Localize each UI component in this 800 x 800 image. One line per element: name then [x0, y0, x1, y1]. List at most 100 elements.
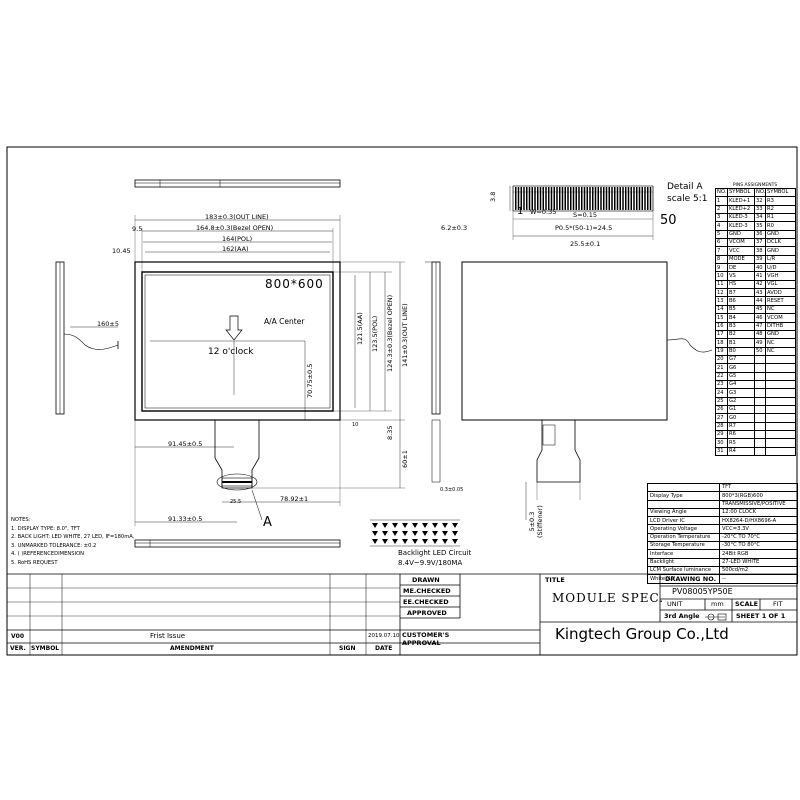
spec-value: 27-LED WHITE: [719, 557, 798, 567]
dim-bezel-height: 124.3±0.3(Bezel OPEN): [386, 294, 394, 372]
pin-header-cell: SYMBOL: [765, 187, 796, 198]
pin-cell: R2: [765, 204, 796, 215]
spec-label: Backlight: [647, 557, 720, 567]
fpc-pin: [542, 187, 544, 210]
unit-label: UNIT: [667, 600, 683, 608]
drawing-no-value: PV08005YP50E: [672, 587, 733, 596]
pin-cell: DE: [727, 263, 755, 273]
customer-approval-label: CUSTOMER'S APPROVAL: [402, 631, 450, 647]
title-value: MODULE SPEC.: [552, 591, 665, 605]
note-line: 5. RoHS REQUEST: [11, 559, 58, 566]
pin-cell: 42: [754, 279, 766, 290]
pin-cell: [754, 371, 766, 381]
fpc-pin: [614, 187, 616, 210]
pin-cell: 15: [715, 313, 728, 323]
title-label: TITLE: [545, 576, 565, 584]
pin-cell: L/R: [765, 254, 796, 265]
fpc-pin: [517, 187, 520, 210]
spec-value: -30°C TO 80°C: [719, 541, 798, 551]
fpc-pin: [597, 187, 599, 210]
fpc-pin: [589, 187, 591, 210]
pin-cell: KLED+1: [727, 196, 755, 206]
pin-cell: 9: [715, 263, 728, 273]
fpc-pin: [619, 187, 621, 210]
notes-header: NOTES:: [11, 517, 31, 523]
spec-value: VCC=3.3V: [719, 524, 798, 534]
fpc-pin: [625, 187, 627, 210]
fpc-pin: [550, 187, 553, 210]
pin-cell: R0: [765, 221, 796, 231]
fpc-pin: [572, 187, 575, 210]
spec-value: --: [719, 574, 798, 584]
detail-pitch-label: P0.5*(50-1)=24.5: [555, 224, 613, 232]
pin-cell: 13: [715, 296, 728, 306]
fpc-pin: [528, 187, 531, 210]
pin-cell: 46: [754, 313, 766, 323]
fpc-pin: [641, 187, 643, 210]
spec-value: TFT: [719, 482, 798, 493]
fpc-pin: [627, 187, 630, 210]
backlight-title: Backlight LED Circuit: [398, 549, 472, 557]
pin-cell: 10: [715, 271, 728, 281]
pin-cell: VCC: [727, 246, 755, 256]
pin-cell: R4: [727, 446, 755, 457]
pin-cell: 34: [754, 213, 766, 223]
pin-cell: 38: [754, 246, 766, 256]
pin-cell: B7: [727, 288, 755, 298]
fpc-pin: [605, 187, 608, 210]
fpc-pin: [520, 187, 522, 210]
dim-bezel-width: 164.8±0.3(Bezel OPEN): [196, 224, 274, 232]
pin-cell: [765, 446, 796, 457]
led-symbol: [422, 523, 428, 528]
dim-left-offset-2: 10.45: [112, 247, 131, 255]
pin-cell: 18: [715, 338, 728, 348]
pin-cell: R7: [727, 421, 755, 431]
pin-cell: [765, 388, 796, 398]
dim-pol-width: 164(POL): [222, 235, 253, 243]
fpc-pin: [644, 187, 646, 210]
pin-cell: 7: [715, 246, 728, 256]
fpc-pin: [622, 187, 624, 210]
spec-label: [647, 499, 720, 509]
pin-cell: [765, 404, 796, 415]
aa-center-label: A/A Center: [264, 317, 305, 326]
spec-label: Viewing Angle: [647, 507, 720, 518]
dim-bottom-gap: 8.35: [386, 425, 394, 440]
pin-cell: B4: [727, 313, 755, 323]
dim-fpc-x2: 78.92±1: [280, 495, 309, 503]
fpc-pin: [611, 187, 613, 210]
company-name: Kingtech Group Co.,Ltd: [555, 625, 729, 643]
pin-cell: KLED-3: [727, 213, 755, 223]
dim-center-x: 91.45±0.5: [168, 440, 203, 448]
pin-cell: 29: [715, 429, 728, 440]
detail-total-label: 25.5±0.1: [570, 240, 601, 248]
spec-label: Operation Temperature: [647, 532, 720, 543]
spec-value: -20°C TO 70°C: [719, 532, 798, 543]
dim-pol-height: 123.5(POL): [371, 315, 379, 352]
pin-cell: 14: [715, 304, 728, 315]
pin-cell: 21: [715, 363, 728, 373]
pin-cell: G2: [727, 396, 755, 406]
pin-cell: 26: [715, 404, 728, 415]
pin-cell: 45: [754, 304, 766, 315]
clock-label: 12 o'clock: [208, 347, 254, 357]
fpc-pin: [649, 187, 652, 210]
rev-ver: V00: [11, 633, 24, 640]
fpc-pin: [561, 187, 564, 210]
detail-ref-label: A: [263, 515, 272, 530]
